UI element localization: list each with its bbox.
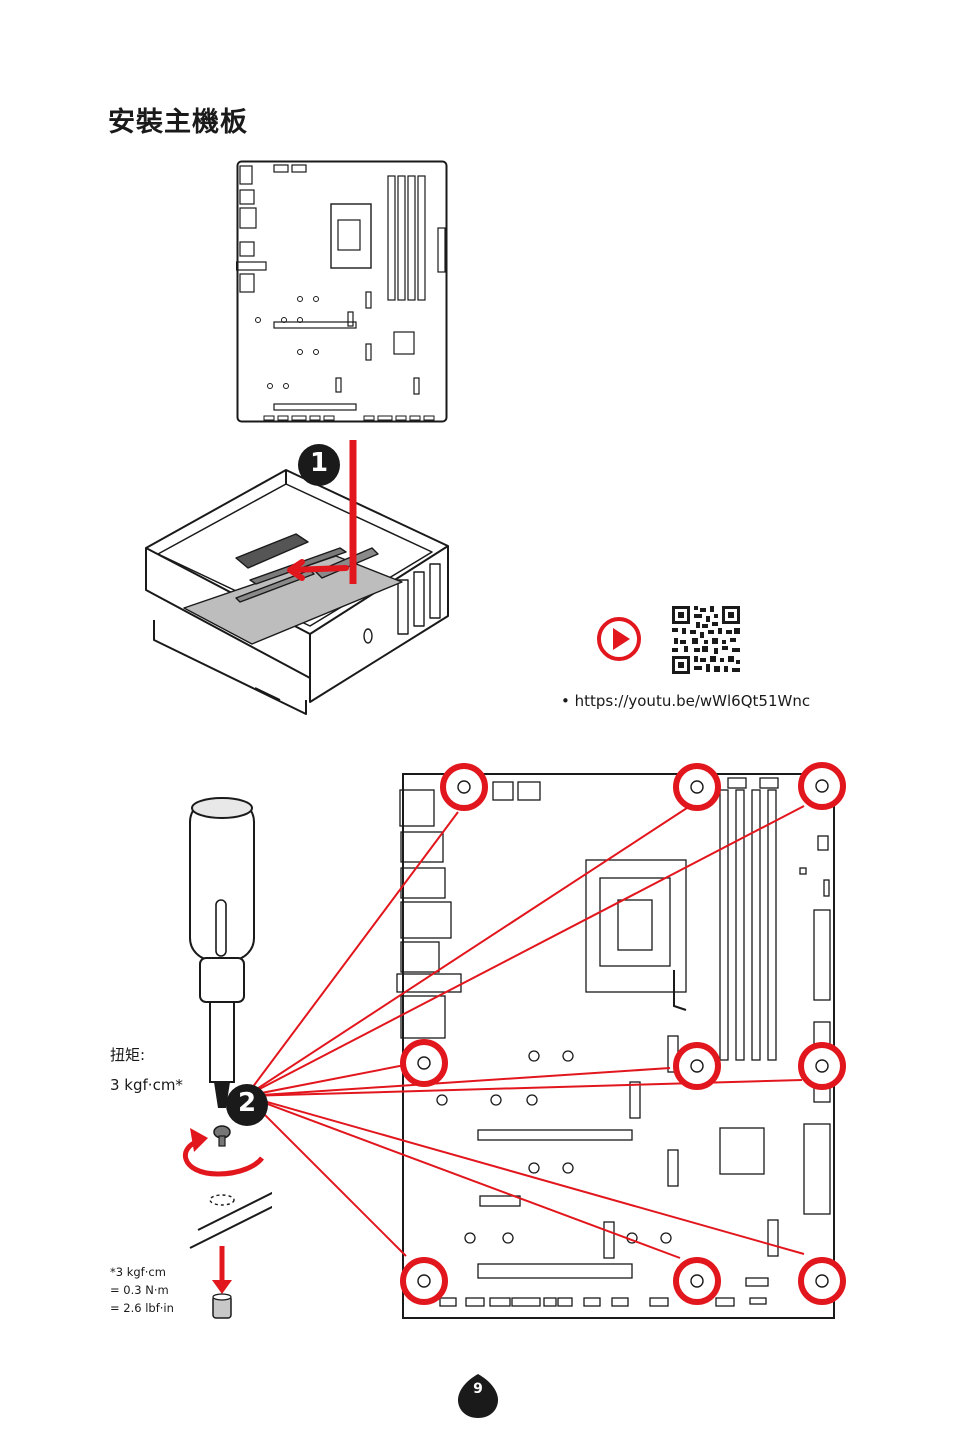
torque-value: 3 kgf·cm* <box>110 1076 183 1094</box>
step-2-number: 2 <box>237 1088 257 1118</box>
qr-code-icon[interactable] <box>670 604 742 676</box>
torque-label: 扭矩: <box>110 1046 146 1064</box>
step-2-badge <box>226 1084 268 1126</box>
unit-note-lbf: = 2.6 lbf·in <box>110 1301 174 1315</box>
page-number: 9 <box>473 1381 483 1397</box>
unit-note-kgf: *3 kgf·cm <box>110 1265 166 1279</box>
page-title: 安裝主機板 <box>108 107 248 138</box>
step-1-number: 1 <box>309 448 329 478</box>
video-url-link[interactable]: • https://youtu.be/wWl6Qt51Wnc <box>561 692 811 710</box>
unit-note-nm: = 0.3 N·m <box>110 1283 169 1297</box>
case-illustration <box>145 440 449 715</box>
page-number-badge <box>458 1374 498 1418</box>
screwdriver-icon <box>182 797 272 1319</box>
step-1-badge <box>298 444 340 486</box>
motherboard-screw-diagram <box>245 762 846 1319</box>
play-icon[interactable] <box>596 616 642 662</box>
motherboard-top-diagram <box>236 160 448 423</box>
